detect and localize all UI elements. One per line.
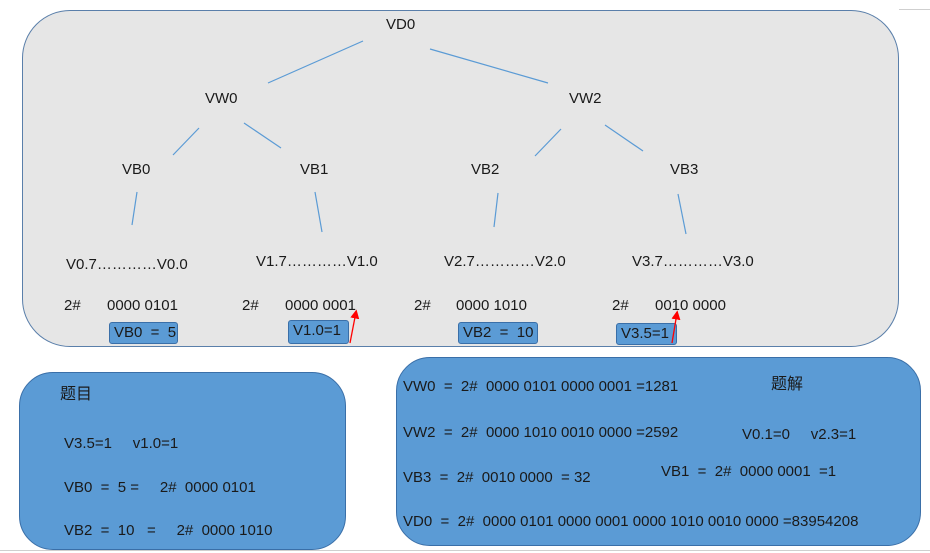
value-box-vb0: VB0 = 5 [109,322,178,344]
binary-prefix-vb1: 2# [242,297,259,314]
binary-value-vb3: 0010 0000 [655,297,726,314]
node-vb1: VB1 [300,161,329,178]
node-vw2: VW2 [569,90,602,107]
solution-vw2: VW2 = 2# 0000 1010 0010 0000 =2592 [403,424,679,441]
value-box-v1-0: V1.0=1 [288,320,349,344]
solution-bits: V0.1=0 v2.3=1 [742,426,857,443]
node-vw0: VW0 [205,90,238,107]
binary-value-vb0: 0000 0101 [107,297,178,314]
topic-line-2: VB0 = 5 = 2# 0000 0101 [64,479,256,496]
bit-range-vb1: V1.7…………V1.0 [256,253,378,270]
binary-value-vb1: 0000 0001 [285,297,356,314]
solution-vb3: VB3 = 2# 0010 0000 = 32 [403,469,591,486]
top-border-line [899,9,930,10]
solution-panel [396,357,921,546]
binary-prefix-vb0: 2# [64,297,81,314]
topic-line-3: VB2 = 10 = 2# 0000 1010 [64,522,273,539]
solution-vb1: VB1 = 2# 0000 0001 =1 [661,463,837,480]
bit-range-vb0: V0.7…………V0.0 [66,256,188,273]
node-vd0: VD0 [386,16,416,33]
node-vb3: VB3 [670,161,699,178]
bit-range-vb3: V3.7…………V3.0 [632,253,754,270]
binary-prefix-vb3: 2# [612,297,629,314]
bit-range-vb2: V2.7…………V2.0 [444,253,566,270]
topic-panel [19,372,346,550]
binary-value-vb2: 0000 1010 [456,297,527,314]
topic-title: 题目 [60,386,93,403]
value-box-vb2: VB2 = 10 [458,322,538,344]
topic-line-1: V3.5=1 v1.0=1 [64,435,179,452]
bottom-border-line [0,550,930,551]
binary-prefix-vb2: 2# [414,297,431,314]
node-vb2: VB2 [471,161,500,178]
node-vb0: VB0 [122,161,151,178]
solution-title: 题解 [771,376,804,393]
solution-vd0: VD0 = 2# 0000 0101 0000 0001 0000 1010 0… [403,513,859,530]
solution-vw0: VW0 = 2# 0000 0101 0000 0001 =1281 [403,378,679,395]
value-box-v3-5: V3.5=1 [616,323,677,345]
